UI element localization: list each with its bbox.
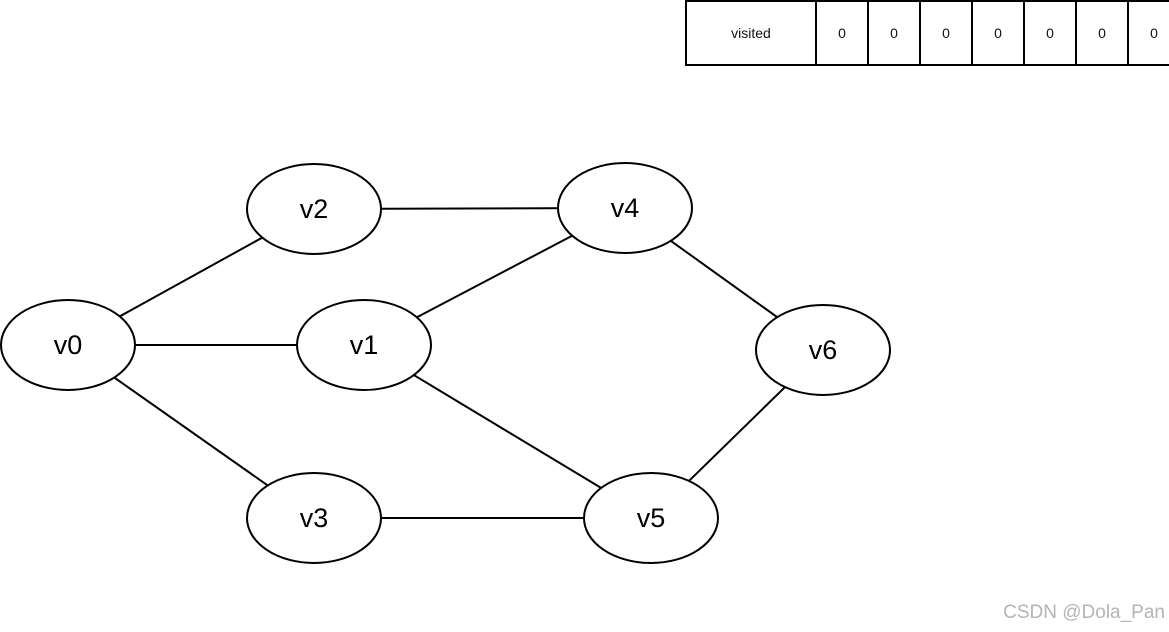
node-ellipse xyxy=(557,162,693,254)
node-ellipse xyxy=(0,299,136,391)
visited-cell-4: 0 xyxy=(1023,2,1075,64)
visited-cell-5: 0 xyxy=(1075,2,1127,64)
visited-label: visited xyxy=(685,2,815,64)
watermark: CSDN @Dola_Pan xyxy=(1003,602,1165,623)
graph-nodes: v0 v1 v2 v3 v4 v5 v6 xyxy=(0,162,891,564)
node-v5: v5 xyxy=(583,472,719,564)
node-ellipse xyxy=(246,163,382,255)
visited-cell-2: 0 xyxy=(919,2,971,64)
node-ellipse xyxy=(296,299,432,391)
node-label: v1 xyxy=(350,330,379,360)
node-v0: v0 xyxy=(0,299,136,391)
node-label: v6 xyxy=(809,335,838,365)
node-ellipse xyxy=(583,472,719,564)
visited-cell-1: 0 xyxy=(867,2,919,64)
node-v2: v2 xyxy=(246,163,382,255)
visited-cell-3: 0 xyxy=(971,2,1023,64)
node-v3: v3 xyxy=(246,472,382,564)
node-label: v4 xyxy=(611,193,640,223)
node-label: v5 xyxy=(637,503,666,533)
node-label: v2 xyxy=(300,194,329,224)
visited-array: visited 0 0 0 0 0 0 0 xyxy=(685,0,1169,66)
node-v4: v4 xyxy=(557,162,693,254)
visited-cell-0: 0 xyxy=(815,2,867,64)
node-ellipse xyxy=(246,472,382,564)
visited-cell-6: 0 xyxy=(1127,2,1169,64)
node-ellipse xyxy=(755,304,891,396)
node-v1: v1 xyxy=(296,299,432,391)
graph-edges xyxy=(67,207,824,519)
node-label: v0 xyxy=(54,330,83,360)
node-label: v3 xyxy=(300,503,329,533)
node-v6: v6 xyxy=(755,304,891,396)
